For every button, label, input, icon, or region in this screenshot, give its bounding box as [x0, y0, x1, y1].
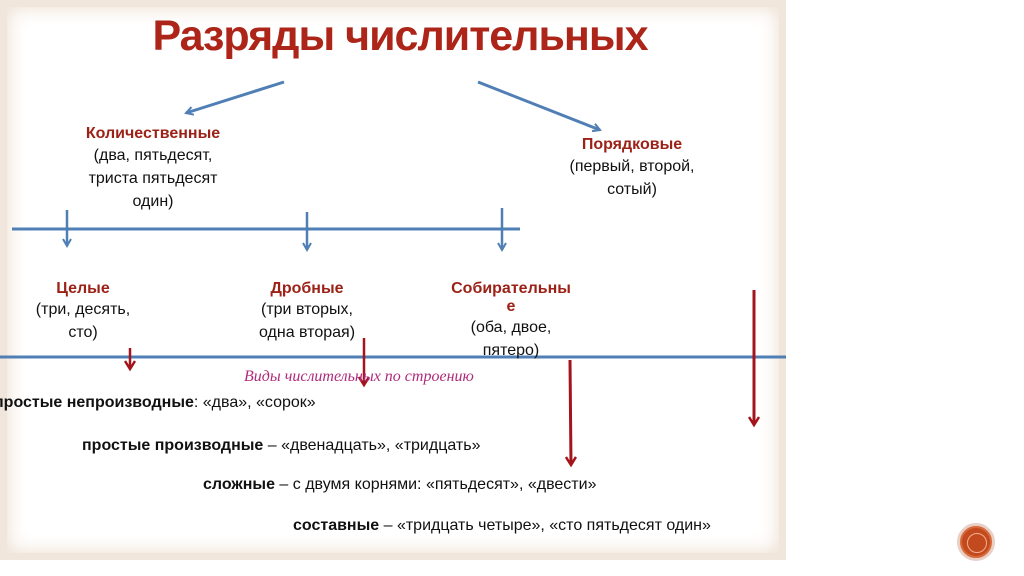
structure-term: сложные: [203, 476, 275, 493]
structure-description: : «два», «сорок»: [193, 394, 316, 411]
ordinal-heading: Порядковые: [581, 136, 683, 153]
quantitative-example-2: триста пятьдесят: [88, 170, 218, 187]
fractional-example-1: (три вторых,: [261, 301, 353, 318]
whole-example-2: сто): [68, 324, 98, 341]
ordinal-example-2: сотый): [607, 181, 657, 198]
slide-title: Разряды числительных: [152, 12, 648, 60]
structure-term: простые непроизводные: [0, 394, 194, 411]
collective-heading-line-1: Собирательны: [451, 280, 571, 297]
slide: Разряды числительных Количественные (два…: [0, 12, 786, 560]
structure-term: простые производные: [82, 437, 264, 454]
nav-circle-button-icon[interactable]: [957, 523, 995, 561]
structure-type-simple-nonderived: простые непроизводные: «два», «сорок»: [0, 394, 316, 412]
whole-example-1: (три, десять,: [35, 301, 131, 318]
structure-type-compound: составные – «тридцать четыре», «сто пять…: [293, 517, 711, 535]
structure-description: – «тридцать четыре», «сто пятьдесят один…: [379, 517, 711, 534]
arrow-to-ordinal: [477, 80, 600, 130]
arrow-to-quantitative: [186, 80, 285, 113]
collective-heading-line-2: е: [506, 298, 516, 315]
structure-term: составные: [293, 517, 380, 534]
fractional-example-2: одна вторая): [258, 324, 356, 341]
ordinal-example-1: (первый, второй,: [569, 158, 695, 175]
structure-description: – «двенадцать», «тридцать»: [263, 437, 481, 454]
ordinal-block: Порядковые (первый, второй, сотый): [527, 136, 737, 201]
quantitative-block: Количественные (два, пятьдесят, триста п…: [48, 125, 258, 213]
quantitative-heading: Количественные: [85, 125, 221, 142]
fractional-heading: Дробные: [270, 280, 344, 297]
whole-block: Целые (три, десять, сто): [8, 280, 158, 344]
quantitative-example-3: один): [132, 193, 174, 210]
structure-subtitle: Виды числительных по строению: [244, 368, 474, 385]
collective-block: Собирательны е (оба, двое, пятеро): [430, 280, 592, 362]
red-arrow-complex: [570, 359, 571, 465]
structure-type-simple-derived: простые производные – «двенадцать», «три…: [82, 437, 480, 455]
fractional-block: Дробные (три вторых, одна вторая): [232, 280, 382, 344]
structure-type-complex: сложные – с двумя корнями: «пятьдесят», …: [203, 476, 596, 494]
collective-example-2: пятеро): [482, 342, 540, 359]
diagram-arrows: [0, 80, 786, 560]
quantitative-example-1: (два, пятьдесят,: [93, 147, 213, 164]
structure-description: – с двумя корнями: «пятьдесят», «двести»: [274, 476, 597, 493]
collective-example-1: (оба, двое,: [470, 319, 552, 336]
whole-heading: Целые: [56, 280, 110, 297]
